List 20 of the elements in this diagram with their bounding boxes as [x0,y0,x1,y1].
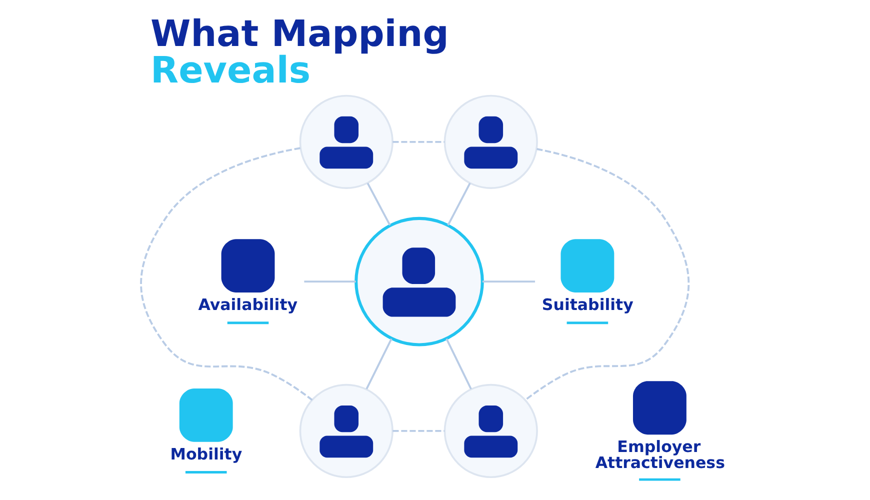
connector [140,147,312,401]
diagram-title: What Mapping Reveals [150,12,448,92]
node-label: Suitability [541,294,633,314]
node-person [443,94,538,189]
connector [446,182,470,226]
node-label: Mobility [170,444,242,464]
node-person [443,384,538,478]
connector [304,280,356,283]
node-person [298,94,393,189]
connector [445,338,472,390]
node-label: Availability [198,294,298,314]
connector [524,148,690,401]
node-person [354,216,484,346]
connector [392,430,444,432]
node-person [298,384,393,478]
connector [365,338,392,390]
node-label: Employer Attractiveness [594,437,724,472]
connector [392,140,444,143]
connector [366,182,390,226]
connector [482,280,535,283]
